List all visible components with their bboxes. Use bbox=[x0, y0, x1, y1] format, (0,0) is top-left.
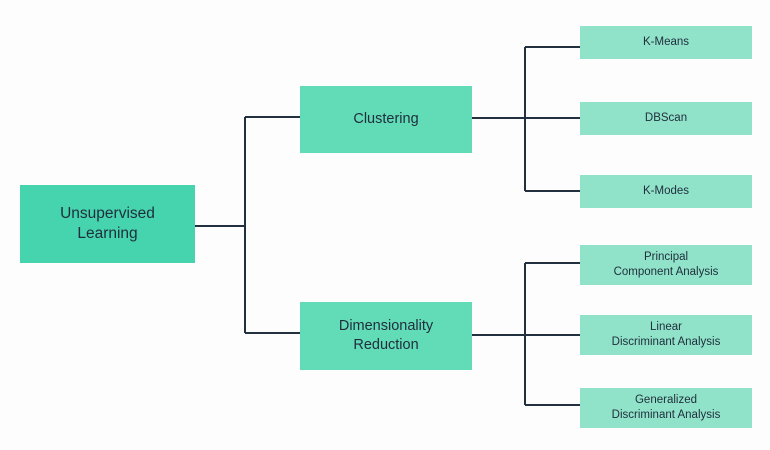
node-generalized-discriminant-analysis[interactable]: Generalized Discriminant Analysis bbox=[580, 388, 752, 428]
node-principal-component-analysis[interactable]: Principal Component Analysis bbox=[580, 245, 752, 285]
node-clustering[interactable]: Clustering bbox=[300, 86, 472, 153]
node-dimensionality-reduction[interactable]: Dimensionality Reduction bbox=[300, 302, 472, 370]
node-k-modes[interactable]: K-Modes bbox=[580, 175, 752, 208]
node-dbscan[interactable]: DBScan bbox=[580, 102, 752, 135]
node-linear-discriminant-analysis[interactable]: Linear Discriminant Analysis bbox=[580, 315, 752, 355]
node-k-means[interactable]: K-Means bbox=[580, 26, 752, 59]
node-unsupervised-learning[interactable]: Unsupervised Learning bbox=[20, 185, 195, 263]
